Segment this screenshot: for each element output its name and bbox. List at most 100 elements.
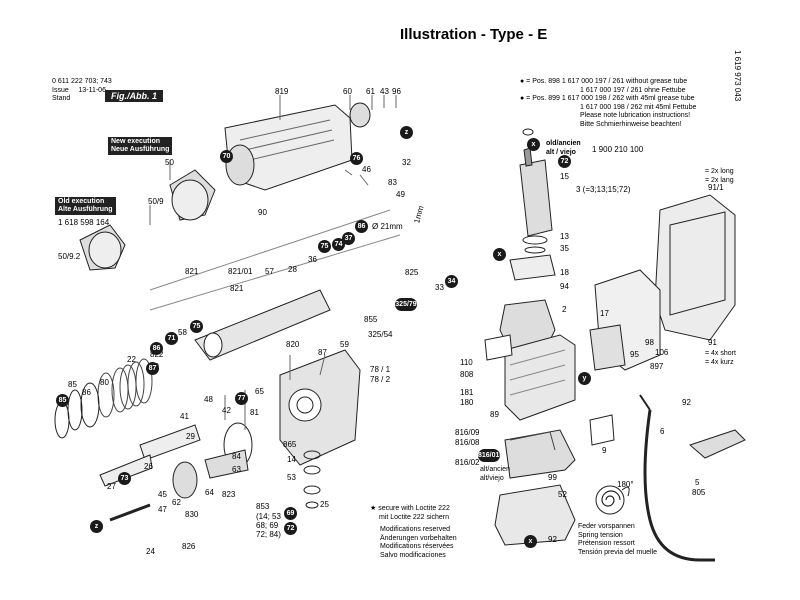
rear-handle-91 — [654, 194, 736, 341]
part-41: 41 — [180, 412, 189, 421]
old-execution-part: 1 618 598 164 — [58, 218, 110, 227]
part-819: 819 — [275, 87, 289, 96]
badge-73: 73 — [118, 472, 131, 485]
part-43: 43 — [380, 87, 389, 96]
stand-label: Stand — [52, 95, 71, 102]
part-95: 95 — [630, 350, 639, 359]
old-ancien-note: old/ancien alt / viejo — [546, 140, 581, 157]
short-note: = 4x short = 4x kurz — [705, 350, 736, 367]
part-96: 96 — [392, 87, 401, 96]
part-22: 22 — [127, 355, 136, 364]
pos-row: Bitte Schmierhinweise beachten! — [580, 120, 682, 128]
part-821-b: 821 — [230, 284, 244, 293]
badge-72b: 72 — [558, 155, 571, 168]
old-ancien2-1: alt/ancien — [480, 466, 510, 473]
old-ancien-2: alt / viejo — [546, 148, 576, 156]
long-de: = 2x lang — [705, 176, 734, 184]
part-897: 897 — [650, 362, 664, 371]
long-en: = 2x long — [705, 168, 734, 175]
part-63: 63 — [232, 465, 241, 474]
figure-label: Fig./Abb. 1 — [105, 90, 163, 102]
part-13: 13 — [560, 232, 569, 241]
motor-housing — [504, 334, 576, 421]
part-27: 27 — [107, 482, 116, 491]
badge-69: 69 — [284, 507, 297, 520]
range-3-label: 3 (=3;13;15;72) — [576, 185, 631, 194]
badge-75: 75 — [318, 240, 331, 253]
part-52: 52 — [558, 490, 567, 499]
pos-row: Please note lubrication instructions! — [580, 112, 691, 120]
pos-899: 899 — [548, 95, 560, 103]
part-64: 64 — [205, 488, 214, 497]
short-de: = 4x kurz — [705, 358, 734, 366]
old-ancien-part: 1 900 210 100 — [592, 145, 644, 154]
part-110: 110 — [460, 358, 473, 367]
part-53: 53 — [287, 473, 296, 482]
badge-76: 76 — [350, 152, 363, 165]
badge-86: 86 — [355, 220, 368, 233]
part-853: 853 — [256, 502, 270, 511]
modifications-note: Modifications reserved Änderungen vorbeh… — [380, 526, 457, 560]
part-50: 50 — [165, 158, 174, 167]
part-816-08: 816/08 — [455, 438, 480, 447]
part-80: 80 — [100, 378, 109, 387]
part-57: 57 — [265, 267, 274, 276]
part-65: 65 — [255, 387, 264, 396]
part-49: 49 — [396, 190, 405, 199]
badge-34: 34 — [445, 275, 458, 288]
short-en: = 4x short — [705, 350, 736, 357]
issue-label: Issue — [52, 86, 69, 94]
part-808: 808 — [460, 370, 474, 379]
part-25: 25 — [320, 500, 329, 509]
old-execution-block: Old execution Alte Ausführung — [55, 197, 116, 215]
part-60: 60 — [343, 87, 352, 96]
part-group-2: 68; 69 — [256, 521, 279, 530]
part-group-3: 72; 84) — [256, 530, 281, 539]
badge-74: 74 — [332, 238, 345, 251]
part-99: 99 — [548, 473, 557, 482]
part-820: 820 — [286, 340, 300, 349]
armature — [519, 159, 553, 237]
part-24: 24 — [146, 547, 155, 556]
badge-70: 70 — [220, 150, 233, 163]
badge-86b: 86 — [150, 342, 163, 355]
pos-info: ● = Pos. 898 1 617 000 197 / 261 without… — [520, 78, 697, 128]
header-info: 0 611 222 703; 743 Issue 13-11-06 Stand — [52, 78, 112, 104]
part-85: 85 — [68, 380, 77, 389]
dim-diameter: Ø 21mm — [372, 222, 403, 231]
spring-en: Spring tension — [578, 531, 623, 539]
loctite-en: secure with Loctite 222 — [378, 505, 450, 512]
part-106: 106 — [655, 348, 669, 357]
pos-row: 1 617 000 198 / 262 with 45ml grease tub… — [561, 95, 695, 103]
loctite-note: ★ secure with Loctite 222 mit Loctite 22… — [370, 505, 450, 521]
part-92: 92 — [548, 535, 557, 544]
pos-prefix: Pos. — [532, 78, 547, 85]
old-ancien2-note: alt/ancien alt/viejo — [480, 466, 510, 483]
spring-de: Feder vorspannen — [578, 523, 635, 530]
part-number: 0 611 222 703; 743 — [52, 78, 112, 85]
badge-87: 87 — [146, 362, 159, 375]
badge-71: 71 — [165, 332, 178, 345]
part-821-01: 821/01 — [228, 267, 253, 276]
bullet-icon: ● — [520, 78, 525, 85]
part-825: 825 — [405, 268, 419, 277]
badge-72: 72 — [284, 522, 297, 535]
part-78-2: 78 / 2 — [370, 375, 391, 384]
part-36: 36 — [308, 255, 317, 264]
mod-es: Salvo modificaciones — [380, 551, 446, 559]
part-826: 826 — [182, 542, 196, 551]
part-45: 45 — [158, 490, 167, 499]
mod-fr: Modifications réservées — [380, 543, 454, 550]
part-91: 91 — [708, 338, 717, 347]
pos-row: 1 617 000 197 / 261 without grease tube — [561, 78, 688, 85]
part-94: 94 — [560, 282, 569, 291]
part-90: 90 — [258, 208, 267, 217]
long-note: = 2x long = 2x lang — [705, 168, 734, 185]
badge-85: 85 — [56, 394, 69, 407]
part-62: 62 — [172, 498, 181, 507]
pos-prefix: Pos. — [532, 95, 547, 103]
issue-date: 13-11-06 — [78, 86, 106, 94]
old-execution-en: Old execution — [58, 198, 105, 205]
badge-37: 37 — [342, 232, 355, 245]
badge-x2: x — [493, 248, 506, 261]
